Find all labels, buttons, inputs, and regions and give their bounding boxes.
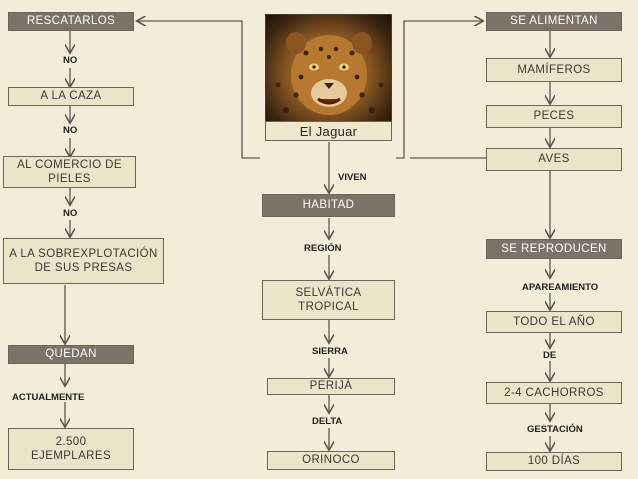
ejemplares-box: 2.500 EJEMPLARES [8,428,134,470]
viven-label: VIVEN [338,172,367,183]
habitad-box: HABITAD [262,194,395,217]
comercio-box: AL COMERCIO DE PIELES [3,156,136,188]
apareamiento-label: APAREAMIENTO [522,282,599,293]
no-label-1: NO [63,55,78,66]
no-label-3: NO [63,208,78,219]
rescatarlos-box: RESCATARLOS [8,12,134,31]
arrow-title-rescatarlos [138,21,260,159]
de-label: DE [543,350,557,361]
actualmente-label: ACTUALMENTE [12,392,85,403]
caza-box: A LA CAZA [8,87,134,106]
mamiferos-box: MAMÍFEROS [486,58,622,82]
reproducen-box: SE REPRODUCEN [486,239,622,259]
aves-box: AVES [486,148,622,171]
selvatica-box: SELVÁTICA TROPICAL [262,280,395,320]
alimentan-box: SE ALIMENTAN [486,12,622,31]
quedan-box: QUEDAN [8,345,134,364]
jaguar-photo [265,14,392,122]
perija-box: PERIJÁ [267,378,395,395]
title-box: El Jaguar [265,121,392,141]
delta-label: DELTA [312,416,343,427]
dias-box: 100 DÍAS [486,452,622,471]
region-label: REGIÓN [304,243,342,254]
arrow-title-alimentan [396,21,482,159]
sierra-label: SIERRA [312,346,348,357]
sobreexplotacion-box: A LA SOBREXPLOTACIÓN DE SUS PRESAS [3,238,164,284]
orinoco-box: ORINOCO [267,451,395,470]
peces-box: PECES [486,105,622,128]
gestacion-label: GESTACIÓN [527,424,583,435]
no-label-2: NO [63,125,78,136]
cachorros-box: 2-4 CACHORROS [486,382,622,404]
todo-box: TODO EL AÑO [486,311,622,333]
